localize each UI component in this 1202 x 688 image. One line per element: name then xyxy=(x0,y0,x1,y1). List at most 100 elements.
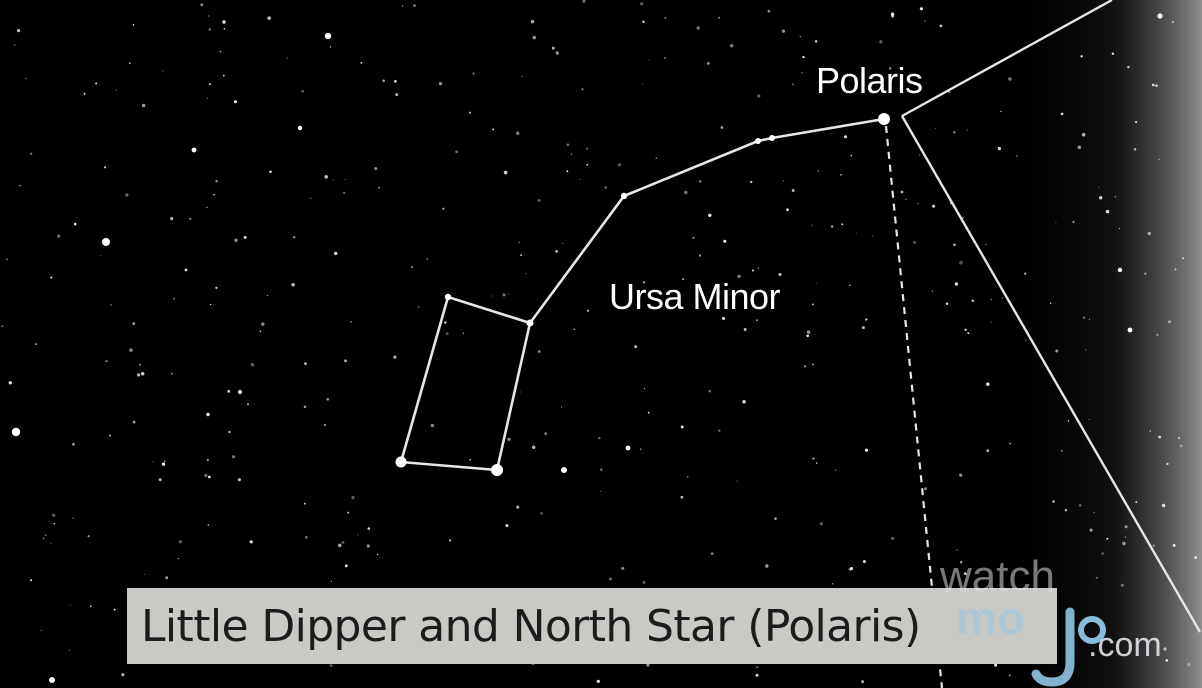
background-star xyxy=(699,254,701,256)
background-star xyxy=(1080,55,1082,57)
background-star xyxy=(377,554,378,555)
background-star xyxy=(544,432,547,435)
background-star xyxy=(879,40,882,43)
background-star xyxy=(367,527,370,530)
background-star xyxy=(427,258,429,260)
background-star xyxy=(324,175,327,178)
background-star xyxy=(330,664,333,667)
background-star xyxy=(555,250,558,253)
background-star xyxy=(192,148,197,153)
background-star xyxy=(985,244,986,245)
background-star xyxy=(185,268,188,271)
background-star xyxy=(1158,436,1161,439)
background-star xyxy=(1052,500,1054,502)
background-star xyxy=(1150,431,1151,432)
background-star xyxy=(227,390,230,393)
background-star xyxy=(469,459,471,461)
background-star xyxy=(1024,272,1026,274)
background-star xyxy=(41,630,42,631)
background-star xyxy=(261,322,264,325)
background-star xyxy=(692,237,694,239)
background-star xyxy=(178,558,179,559)
background-star xyxy=(287,57,288,58)
background-star xyxy=(269,170,272,173)
background-star xyxy=(804,365,806,367)
background-star xyxy=(1112,52,1114,54)
background-star xyxy=(70,604,71,605)
background-star xyxy=(224,28,226,30)
background-star xyxy=(1106,210,1110,214)
background-star xyxy=(507,438,510,441)
background-star xyxy=(74,223,77,226)
background-star xyxy=(208,15,209,16)
background-star xyxy=(19,185,21,187)
background-star xyxy=(164,461,165,462)
background-star xyxy=(50,543,51,544)
background-star xyxy=(955,282,958,285)
background-star xyxy=(905,198,907,200)
background-star xyxy=(806,334,809,337)
background-star xyxy=(1025,339,1027,341)
background-star xyxy=(742,400,746,404)
background-star xyxy=(664,57,666,59)
background-star xyxy=(304,406,307,409)
background-star xyxy=(865,449,868,452)
background-star xyxy=(54,523,56,525)
background-star xyxy=(1061,113,1064,116)
background-star xyxy=(1122,542,1125,545)
background-star xyxy=(862,326,865,329)
background-star xyxy=(964,572,967,575)
background-star xyxy=(1,325,3,327)
background-star xyxy=(1090,529,1093,532)
background-star xyxy=(338,544,342,548)
background-star xyxy=(345,564,348,567)
background-star xyxy=(832,583,833,584)
background-star xyxy=(634,345,637,348)
background-star xyxy=(350,321,351,322)
background-star xyxy=(402,5,403,6)
background-star xyxy=(644,388,645,389)
background-star xyxy=(1118,268,1122,272)
background-star xyxy=(345,179,346,180)
background-star xyxy=(1068,420,1070,422)
handle-star-2 xyxy=(755,138,761,144)
background-star xyxy=(114,609,116,611)
background-star xyxy=(1121,584,1124,587)
background-star xyxy=(863,560,866,563)
background-star xyxy=(1144,272,1146,274)
bowl-star-4 xyxy=(491,464,503,476)
background-star xyxy=(215,180,217,182)
background-star xyxy=(142,373,143,374)
background-star xyxy=(765,564,768,567)
background-star xyxy=(129,62,131,64)
background-star xyxy=(142,104,146,108)
background-star xyxy=(556,51,559,54)
background-star xyxy=(330,46,331,47)
background-star xyxy=(708,214,711,217)
background-star xyxy=(711,552,714,555)
background-star xyxy=(35,343,37,345)
background-star xyxy=(707,62,710,65)
background-star xyxy=(1135,501,1137,503)
background-star xyxy=(516,505,519,508)
background-star xyxy=(222,20,225,23)
background-star xyxy=(505,524,508,527)
background-star xyxy=(291,283,294,286)
background-star xyxy=(100,255,101,256)
background-star xyxy=(244,236,247,239)
background-star xyxy=(946,302,949,305)
background-star xyxy=(566,143,569,146)
background-star xyxy=(1055,349,1058,352)
background-star xyxy=(293,236,295,238)
background-star xyxy=(449,539,451,541)
background-star xyxy=(1078,146,1082,150)
background-star xyxy=(247,403,249,405)
background-star xyxy=(1082,133,1086,137)
background-star xyxy=(1172,21,1174,23)
background-star xyxy=(95,82,97,84)
background-star xyxy=(49,677,55,683)
background-star xyxy=(519,242,520,243)
background-star xyxy=(1162,504,1166,508)
background-star xyxy=(1016,155,1017,156)
